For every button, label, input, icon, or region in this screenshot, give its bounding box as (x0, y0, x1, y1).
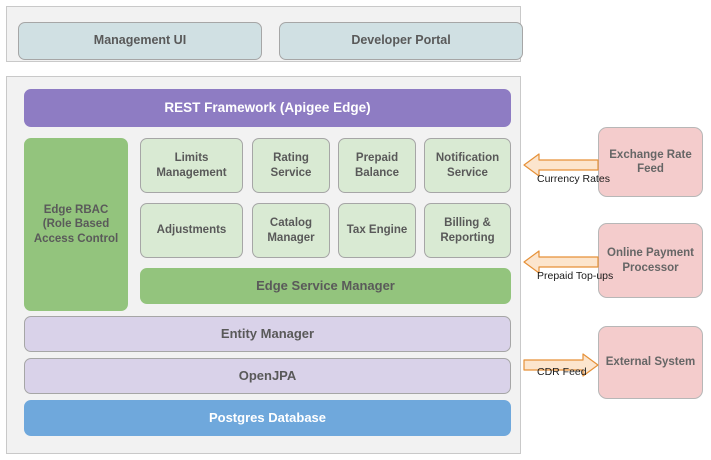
node-postgres-database[interactable]: Postgres Database (24, 400, 511, 436)
node-rating-service[interactable]: Rating Service (252, 138, 330, 193)
arrow-left-icon (523, 249, 599, 275)
node-online-payment-processor[interactable]: Online Payment Processor (598, 223, 703, 298)
node-rest-framework[interactable]: REST Framework (Apigee Edge) (24, 89, 511, 127)
node-external-system[interactable]: External System (598, 326, 703, 399)
node-edge-rbac[interactable]: Edge RBAC (Role Based Access Control (24, 138, 128, 311)
node-limits-management[interactable]: Limits Management (140, 138, 243, 193)
node-entity-manager[interactable]: Entity Manager (24, 316, 511, 352)
node-openjpa[interactable]: OpenJPA (24, 358, 511, 394)
node-management-ui[interactable]: Management UI (18, 22, 262, 60)
node-developer-portal[interactable]: Developer Portal (279, 22, 523, 60)
node-exchange-rate-feed[interactable]: Exchange Rate Feed (598, 127, 703, 197)
arrow-left-icon (523, 152, 599, 178)
connector-label-currency-rates: Currency Rates (537, 173, 610, 185)
node-notification-service[interactable]: Notification Service (424, 138, 511, 193)
platform-layer-panel: REST Framework (Apigee Edge) Edge RBAC (… (6, 76, 521, 454)
node-tax-engine[interactable]: Tax Engine (338, 203, 416, 258)
connector-label-cdr-feed: CDR Feed (537, 366, 587, 378)
node-prepaid-balance[interactable]: Prepaid Balance (338, 138, 416, 193)
node-adjustments[interactable]: Adjustments (140, 203, 243, 258)
node-catalog-manager[interactable]: Catalog Manager (252, 203, 330, 258)
channel-layer-panel: Management UI Developer Portal (6, 6, 523, 62)
connector-label-prepaid-topups: Prepaid Top-ups (537, 270, 614, 282)
node-edge-service-manager[interactable]: Edge Service Manager (140, 268, 511, 304)
node-billing-reporting[interactable]: Billing & Reporting (424, 203, 511, 258)
arrow-right-icon (523, 352, 599, 378)
